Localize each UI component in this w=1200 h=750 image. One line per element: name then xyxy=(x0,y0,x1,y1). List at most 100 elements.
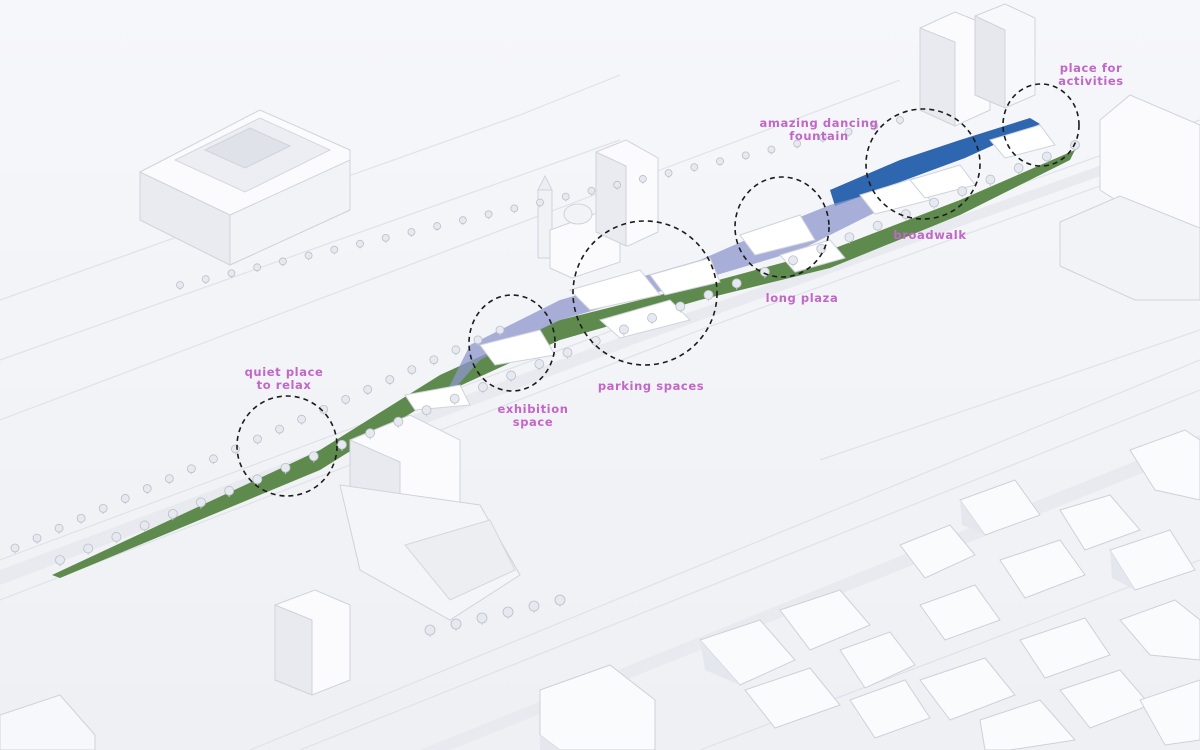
tree xyxy=(209,454,218,465)
tree xyxy=(407,365,417,376)
tree xyxy=(297,414,306,425)
tree xyxy=(111,532,122,544)
label-exhibition-space: exhibition space xyxy=(497,402,569,429)
zone-circle-activities xyxy=(1002,83,1080,167)
tree xyxy=(534,359,545,371)
tree xyxy=(703,289,714,302)
tree xyxy=(433,222,442,231)
tree xyxy=(363,385,373,396)
tree xyxy=(476,612,488,625)
tree xyxy=(55,555,65,567)
tree xyxy=(341,394,351,405)
tree xyxy=(10,543,20,554)
tree xyxy=(502,606,514,619)
building-right-tall xyxy=(1059,94,1200,301)
tree xyxy=(407,228,416,237)
tree xyxy=(818,133,827,143)
tree xyxy=(731,278,742,290)
tree xyxy=(985,174,996,186)
tree xyxy=(98,503,108,514)
tree xyxy=(429,355,439,366)
tree xyxy=(164,474,174,485)
tree xyxy=(506,370,517,382)
road-lines xyxy=(0,74,1200,750)
label-dancing-fountain: amazing dancing fountain xyxy=(759,116,879,143)
label-parking-spaces: parking spaces xyxy=(597,379,705,393)
tree xyxy=(561,192,570,202)
label-place-for-activities: place for activities xyxy=(1058,61,1124,88)
tree xyxy=(449,393,460,405)
tree xyxy=(167,508,178,521)
tree xyxy=(275,424,284,435)
tree xyxy=(690,163,699,173)
tree xyxy=(793,139,802,149)
building-bottom-left xyxy=(0,589,351,750)
tree xyxy=(716,157,724,167)
tree xyxy=(76,513,86,524)
tree xyxy=(647,313,657,325)
tree xyxy=(929,197,939,209)
water-channel xyxy=(830,118,1040,206)
label-long-plaza: long plaza xyxy=(765,291,839,305)
tree xyxy=(896,116,904,125)
zone-circles xyxy=(236,83,1080,497)
tree xyxy=(664,169,673,178)
tree xyxy=(767,145,776,155)
tree xyxy=(554,594,566,607)
tree xyxy=(304,251,313,261)
tree xyxy=(484,210,493,220)
tree xyxy=(365,428,376,440)
tree xyxy=(201,275,210,285)
tree xyxy=(536,198,544,208)
tree xyxy=(1041,151,1052,163)
tree xyxy=(870,121,879,131)
tree xyxy=(385,375,395,386)
tree xyxy=(330,245,339,255)
tree xyxy=(618,324,629,336)
label-broadwalk: broadwalk xyxy=(893,228,967,242)
zone-circle-quiet xyxy=(236,395,338,497)
tree xyxy=(473,335,483,346)
tree xyxy=(253,263,262,273)
tree xyxy=(196,497,206,509)
tree xyxy=(458,216,467,226)
tree xyxy=(227,269,236,279)
tree xyxy=(957,186,968,198)
tree xyxy=(139,520,150,532)
tree xyxy=(528,600,540,613)
tree xyxy=(741,151,750,161)
tree-rows xyxy=(10,116,1080,637)
tree xyxy=(450,618,462,631)
tree xyxy=(844,232,855,244)
tree xyxy=(788,255,798,267)
zone-circle-exhibition xyxy=(468,294,556,392)
tree xyxy=(844,127,853,137)
tree xyxy=(562,347,573,359)
district-blocks xyxy=(539,429,1200,750)
tree xyxy=(510,204,519,214)
district-block-shadows xyxy=(540,500,1135,750)
tree xyxy=(280,462,291,475)
zone-circle-plaza xyxy=(734,176,830,278)
tree xyxy=(253,434,262,445)
tree xyxy=(424,624,436,637)
tree xyxy=(224,485,235,498)
zone-circle-broadwalk xyxy=(865,108,981,220)
towers-top-right xyxy=(919,3,1036,127)
tree xyxy=(451,345,461,356)
tree xyxy=(142,484,152,495)
tree xyxy=(54,523,64,534)
tower-center xyxy=(595,139,659,247)
tree xyxy=(120,494,130,505)
tower-lower-left xyxy=(339,414,521,621)
tree xyxy=(872,220,883,232)
tree xyxy=(356,239,364,249)
tree xyxy=(83,543,94,555)
tree xyxy=(337,439,347,452)
tree xyxy=(381,233,390,243)
tree xyxy=(478,382,488,394)
tree xyxy=(32,533,42,544)
